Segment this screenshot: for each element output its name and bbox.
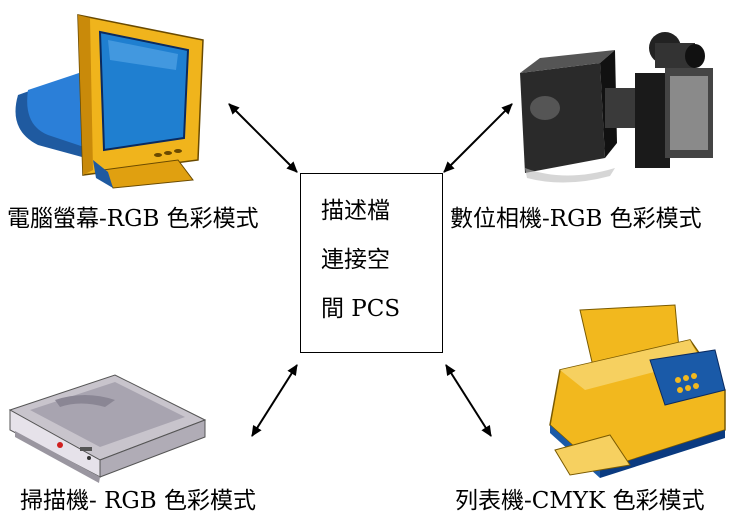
printer-label: 列表機-CMYK 色彩模式 [455,488,705,514]
pcs-line-1: 描述檔 [321,198,390,224]
monitor-label: 電腦螢幕-RGB 色彩模式 [7,206,259,232]
arrow-monitor-pcs [228,103,298,173]
arrow-scanner-pcs [251,364,298,437]
pcs-box: 描述檔 連接空 間 PCS [300,173,443,353]
arrow-camera-pcs [443,103,513,173]
flatbed-scanner-icon [8,374,207,483]
crt-monitor-icon [15,14,204,189]
inkjet-printer-icon [549,304,726,478]
pcs-line-3: 間 PCS [321,296,401,322]
digital-camera-icon [520,32,713,183]
arrow-printer-pcs [445,364,492,437]
scanner-label: 掃描機- RGB 色彩模式 [20,488,256,514]
camera-label: 數位相機-RGB 色彩模式 [450,206,702,232]
pcs-line-2: 連接空 [321,247,390,273]
